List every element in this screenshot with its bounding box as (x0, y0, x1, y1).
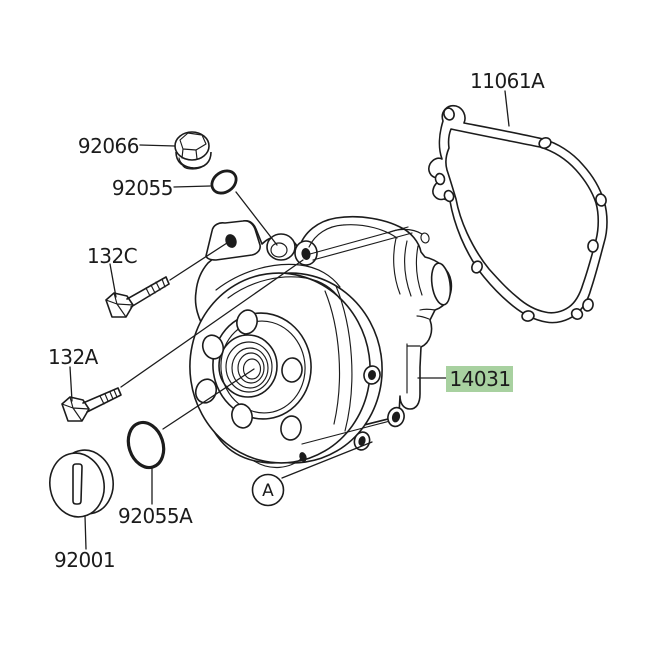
part-label-14031[interactable]: 14031 (449, 367, 511, 391)
o-ring-92055a-drawing (126, 420, 166, 470)
leader-lines (69, 90, 510, 550)
cover-flange-drawing (189, 263, 383, 468)
part-label-92055[interactable]: 92055 (112, 176, 174, 200)
part-label-92001[interactable]: 92001 (54, 548, 116, 572)
bolt-132a-drawing (61, 387, 122, 422)
gasket-drawing (428, 104, 608, 324)
part-label-132C[interactable]: 132C (87, 244, 138, 268)
bolt-132c-drawing (105, 276, 170, 318)
part-label-11061A[interactable]: 11061A (470, 69, 546, 93)
flange-bolt-holes (194, 309, 303, 441)
part-label-14031-group[interactable]: 14031 (446, 366, 513, 392)
part-label-92055A[interactable]: 92055A (118, 504, 194, 528)
oil-filler-plug-drawing (174, 131, 212, 170)
highlight-box (446, 366, 513, 392)
cover-bottom-details (301, 365, 405, 451)
callout-a: A (251, 473, 285, 507)
timing-cap-drawing (49, 449, 114, 518)
callout-a-label: A (262, 481, 274, 501)
part-label-92066[interactable]: 92066 (78, 134, 140, 158)
gasket-bolt-holes (434, 107, 607, 322)
cover-top-details (205, 220, 430, 266)
part-label-132A[interactable]: 132A (48, 345, 99, 369)
o-ring-92055-drawing (210, 169, 238, 195)
